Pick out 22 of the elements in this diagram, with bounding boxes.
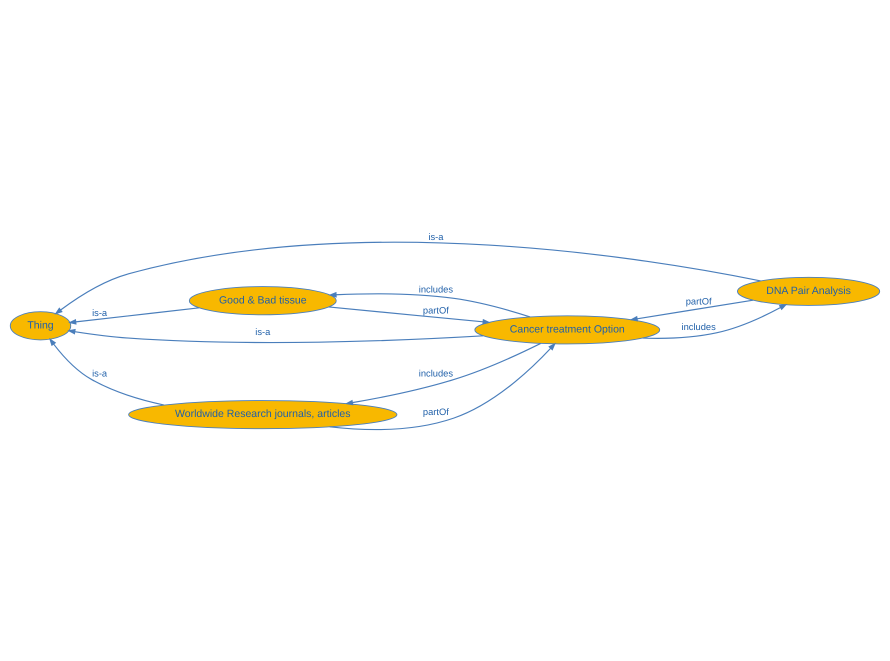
edge-label: is-a [92,368,108,378]
arrow [49,337,164,406]
edge-label: is-a [255,326,270,337]
arrow [67,328,484,343]
arrow [344,342,541,405]
edge-label: is-a [92,307,108,318]
arrow [630,299,754,322]
edge-label: includes [682,321,716,332]
arrow [642,303,788,338]
edge-label: partOf [686,296,712,306]
arrow [328,291,530,317]
edge-label: partOf [422,406,449,417]
edge-label: includes [418,284,454,294]
edge-label: is-a [428,231,444,242]
edge-label: partOf [422,304,449,315]
arrow [330,342,556,430]
arrow [328,306,491,324]
node-ellipse: DNA Pair Analysis [737,276,880,306]
arrow [68,306,200,324]
arrow [54,241,761,314]
node-ellipse: Thing [10,310,72,340]
edge-label: includes [418,368,454,378]
